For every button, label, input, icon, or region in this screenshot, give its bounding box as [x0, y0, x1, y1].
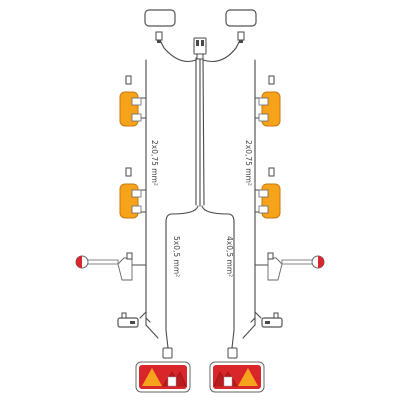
- outline-marker-icon: [75, 252, 133, 281]
- left-marker-cable-label: 2x0,75 mm²: [150, 140, 159, 186]
- right-main-cable-label: 4x0,5 mm²: [225, 236, 234, 277]
- left-main-cable: [165, 205, 199, 349]
- top-right-branch: [202, 39, 241, 63]
- left-marker-cable: [145, 59, 159, 339]
- right-main-cable: [201, 205, 235, 349]
- license-plate-light-icon: [117, 312, 139, 328]
- amber-side-marker-icon: [119, 75, 142, 127]
- left-main-cable-label: 5x0,5 mm²: [172, 236, 181, 277]
- top-left-branch: [159, 39, 197, 63]
- plate-lamp-icon: [225, 9, 257, 43]
- amber-side-marker-icon: [119, 167, 142, 219]
- amber-side-marker-icon: [258, 75, 281, 127]
- license-plate-light-icon: [261, 312, 283, 328]
- amber-side-marker-icon: [258, 167, 281, 219]
- rear-combination-lamp-icon: [209, 361, 265, 393]
- outline-marker-icon: [267, 252, 325, 281]
- right-marker-cable: [242, 59, 256, 339]
- connector-icon: [162, 347, 238, 359]
- right-marker-cable-label: 2x0,75 mm²: [244, 140, 253, 186]
- rear-combination-lamp-icon: [135, 361, 191, 393]
- plate-lamp-icon: [144, 9, 176, 43]
- wires: [130, 39, 271, 349]
- connector-icon: [193, 37, 207, 60]
